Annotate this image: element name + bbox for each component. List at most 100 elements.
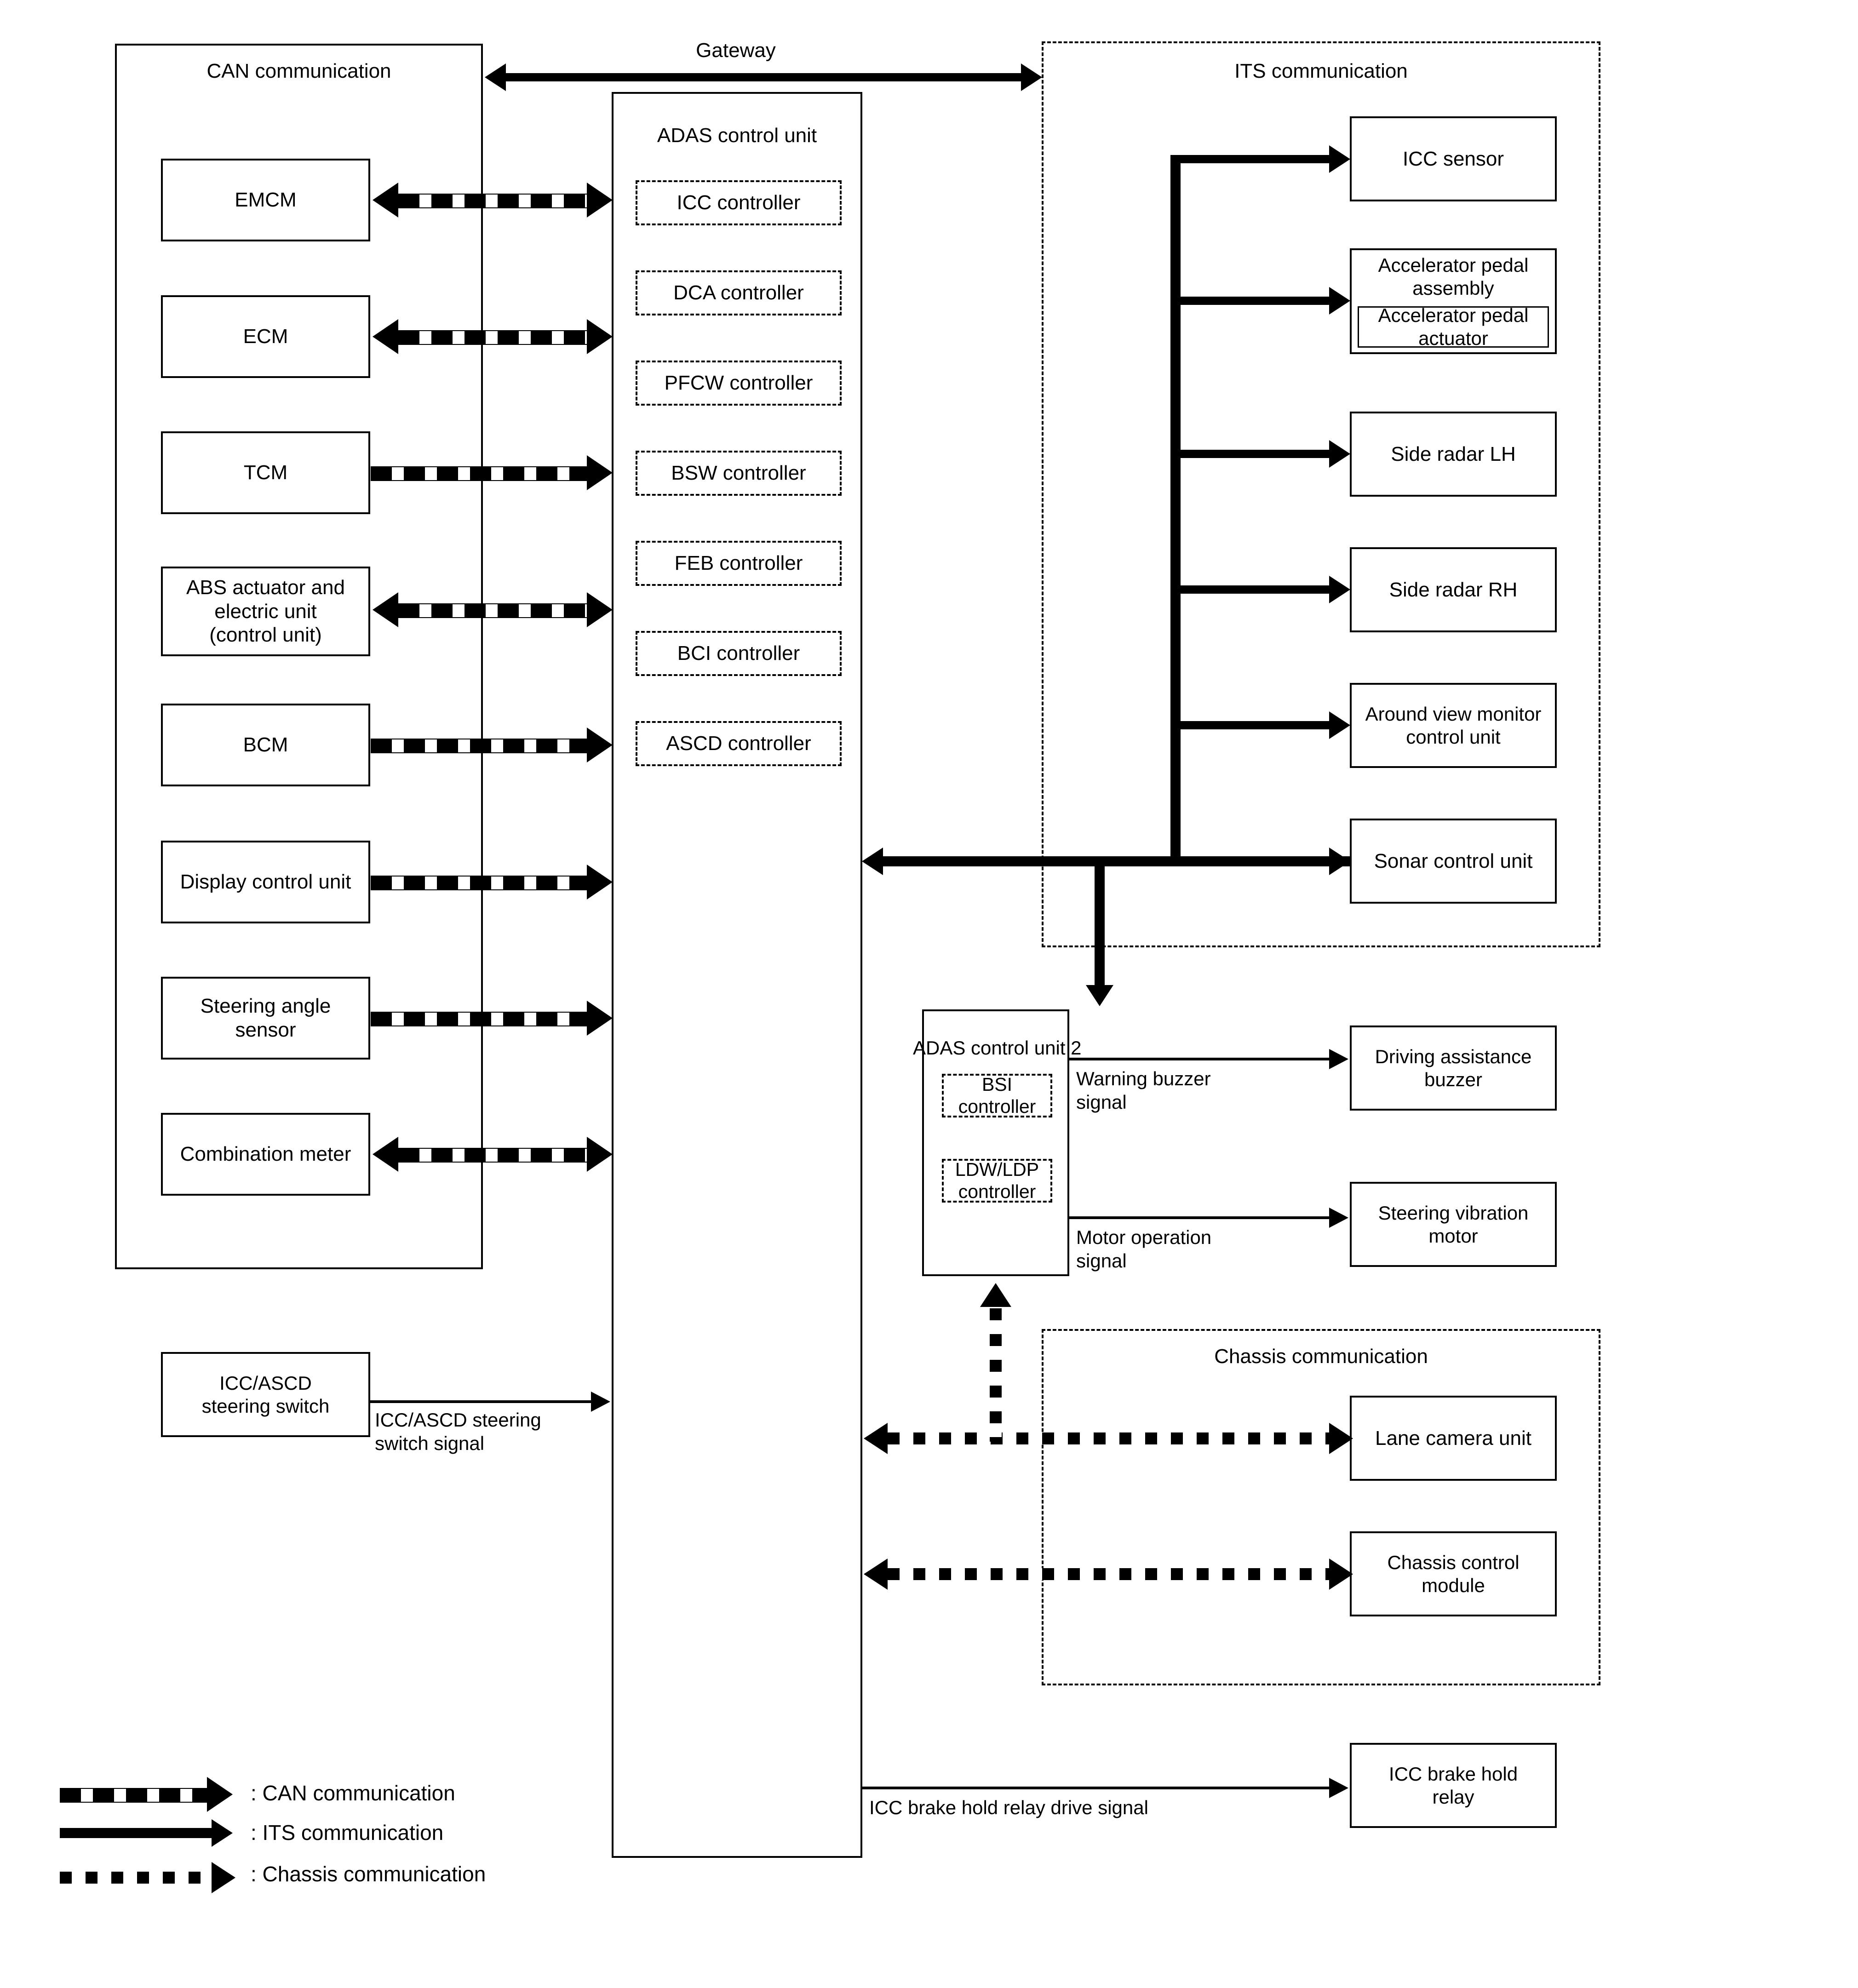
- controller-ascd[interactable]: ASCD controller: [636, 721, 842, 766]
- can-node-display-control-unit-label: Display control unit: [180, 871, 351, 894]
- can-link-display-arrow-right-icon: [587, 865, 613, 899]
- can-link-abs-arrow-left-icon: [373, 592, 398, 627]
- controller-dca[interactable]: DCA controller: [636, 270, 842, 315]
- signal-label-icc-ascd-switch: ICC/ASCD steering switch signal: [375, 1409, 541, 1455]
- adas-control-unit-2-title: ADAS control unit 2: [913, 1037, 1082, 1059]
- legend-its-label: : ITS communication: [251, 1821, 444, 1845]
- chassis-link-to-acu2: [990, 1308, 1002, 1442]
- its-link-side-radar-rh-arrow-right-icon: [1329, 576, 1350, 603]
- its-link-icc-sensor: [1170, 155, 1329, 163]
- can-link-emcm-arrow-right-icon: [587, 183, 613, 218]
- can-link-display: [371, 876, 587, 890]
- can-node-bcm-label: BCM: [243, 733, 288, 756]
- output-node-steering-vibration-motor-label: Steering vibration motor: [1378, 1202, 1529, 1247]
- can-node-steering-angle-sensor-label: Steering angle sensor: [200, 995, 331, 1041]
- chassis-link-chassis-control-module: [888, 1568, 1329, 1580]
- its-communication-label: ITS communication: [1234, 60, 1408, 82]
- its-node-side-radar-rh[interactable]: Side radar RH: [1350, 547, 1557, 632]
- controller-ldw-ldp-label: LDW/LDP controller: [955, 1159, 1039, 1202]
- legend-can-arrow-icon: [207, 1777, 233, 1812]
- controller-bsi-label: BSI controller: [958, 1074, 1036, 1117]
- its-link-around-view-monitor-arrow-right-icon: [1329, 711, 1350, 739]
- can-link-abs-arrow-right-icon: [587, 592, 613, 627]
- can-link-combination-meter-arrow-right-icon: [587, 1137, 613, 1172]
- can-link-ecm-arrow-right-icon: [587, 319, 613, 354]
- can-node-tcm-label: TCM: [243, 461, 288, 484]
- controller-bci-label: BCI controller: [677, 642, 800, 665]
- chassis-communication-label: Chassis communication: [1214, 1345, 1428, 1368]
- its-node-side-radar-lh-label: Side radar LH: [1391, 442, 1516, 465]
- its-node-icc-sensor[interactable]: ICC sensor: [1350, 116, 1557, 201]
- its-node-sonar-control-unit[interactable]: Sonar control unit: [1350, 819, 1557, 904]
- controller-dca-label: DCA controller: [673, 281, 804, 304]
- can-link-abs: [398, 603, 587, 618]
- switch-node-icc-ascd-steering-switch[interactable]: ICC/ASCD steering switch: [161, 1352, 370, 1437]
- output-node-driving-assistance-buzzer-label: Driving assistance buzzer: [1375, 1045, 1532, 1090]
- controller-bsw[interactable]: BSW controller: [636, 451, 842, 496]
- its-link-accelerator-pedal: [1170, 297, 1329, 305]
- can-link-steering-angle: [371, 1012, 587, 1026]
- its-node-side-radar-rh-label: Side radar RH: [1389, 578, 1518, 601]
- signal-line-icc-brake-hold: [862, 1787, 1329, 1789]
- can-node-abs-actuator[interactable]: ABS actuator and electric unit (control …: [161, 567, 370, 656]
- can-node-steering-angle-sensor[interactable]: Steering angle sensor: [161, 977, 370, 1060]
- controller-icc-label: ICC controller: [677, 191, 801, 214]
- controller-bsw-label: BSW controller: [671, 461, 806, 484]
- gateway-label: Gateway: [696, 39, 776, 62]
- its-node-accelerator-pedal-actuator-label: Accelerator pedal actuator: [1378, 304, 1529, 349]
- can-node-emcm-label: EMCM: [235, 189, 297, 212]
- its-link-side-radar-lh: [1170, 450, 1329, 458]
- controller-icc[interactable]: ICC controller: [636, 180, 842, 225]
- chassis-link-lane-camera-arrow-right-icon: [1329, 1423, 1353, 1454]
- controller-pfcw[interactable]: PFCW controller: [636, 361, 842, 406]
- its-node-accelerator-pedal-actuator[interactable]: Accelerator pedal actuator: [1358, 304, 1549, 349]
- controller-bci[interactable]: BCI controller: [636, 631, 842, 676]
- can-node-combination-meter-label: Combination meter: [180, 1143, 351, 1166]
- can-node-emcm[interactable]: EMCM: [161, 159, 370, 241]
- chassis-node-lane-camera-unit-label: Lane camera unit: [1375, 1427, 1531, 1449]
- can-communication-group: [115, 44, 483, 1269]
- output-node-steering-vibration-motor[interactable]: Steering vibration motor: [1350, 1182, 1557, 1267]
- output-node-driving-assistance-buzzer[interactable]: Driving assistance buzzer: [1350, 1026, 1557, 1111]
- signal-line-warning-buzzer-arrow-right-icon: [1329, 1049, 1348, 1069]
- its-link-accelerator-pedal-arrow-right-icon: [1329, 287, 1350, 315]
- signal-label-motor-operation: Motor operation signal: [1076, 1226, 1212, 1272]
- signal-label-icc-brake-hold: ICC brake hold relay drive signal: [869, 1797, 1148, 1818]
- can-node-abs-actuator-label: ABS actuator and electric unit (control …: [186, 576, 345, 647]
- gateway-arrow-left-icon: [485, 63, 506, 91]
- its-node-accelerator-pedal-assembly-label: Accelerator pedal assembly: [1378, 254, 1529, 299]
- can-node-ecm[interactable]: ECM: [161, 295, 370, 378]
- controller-bsi[interactable]: BSI controller: [942, 1074, 1052, 1117]
- can-node-ecm-label: ECM: [243, 325, 288, 348]
- its-bus-return-line: [883, 856, 1350, 866]
- signal-line-icc-brake-hold-arrow-right-icon: [1329, 1778, 1348, 1798]
- can-node-combination-meter[interactable]: Combination meter: [161, 1113, 370, 1196]
- can-node-tcm[interactable]: TCM: [161, 431, 370, 514]
- legend-can-label: : CAN communication: [251, 1781, 455, 1805]
- can-link-ecm-arrow-left-icon: [373, 319, 398, 354]
- chassis-link-chassis-control-module-arrow-right-icon: [1329, 1558, 1353, 1590]
- its-bus-trunk: [1170, 155, 1181, 861]
- its-bus-return-arrow-left-icon: [862, 848, 883, 875]
- chassis-node-chassis-control-module[interactable]: Chassis control module: [1350, 1531, 1557, 1616]
- relay-node-icc-brake-hold-relay[interactable]: ICC brake hold relay: [1350, 1743, 1557, 1828]
- can-link-emcm: [398, 194, 587, 208]
- relay-node-icc-brake-hold-relay-label: ICC brake hold relay: [1388, 1763, 1518, 1808]
- controller-feb[interactable]: FEB controller: [636, 541, 842, 586]
- controller-ldw-ldp[interactable]: LDW/LDP controller: [942, 1159, 1052, 1203]
- its-node-side-radar-lh[interactable]: Side radar LH: [1350, 412, 1557, 497]
- its-link-side-radar-rh: [1170, 585, 1329, 594]
- can-link-combination-meter: [398, 1148, 587, 1163]
- can-node-bcm[interactable]: BCM: [161, 704, 370, 786]
- chassis-node-lane-camera-unit[interactable]: Lane camera unit: [1350, 1396, 1557, 1481]
- chassis-link-to-acu2-arrow-up-icon: [980, 1283, 1011, 1307]
- its-node-around-view-monitor[interactable]: Around view monitor control unit: [1350, 683, 1557, 768]
- its-link-side-radar-lh-arrow-right-icon: [1329, 440, 1350, 468]
- can-link-tcm: [371, 466, 587, 481]
- its-bus-drop-to-acu2: [1095, 856, 1105, 985]
- its-link-icc-sensor-arrow-right-icon: [1329, 145, 1350, 173]
- legend-its-arrow-icon: [212, 1819, 233, 1847]
- can-node-display-control-unit[interactable]: Display control unit: [161, 841, 370, 923]
- its-link-around-view-monitor: [1170, 721, 1329, 729]
